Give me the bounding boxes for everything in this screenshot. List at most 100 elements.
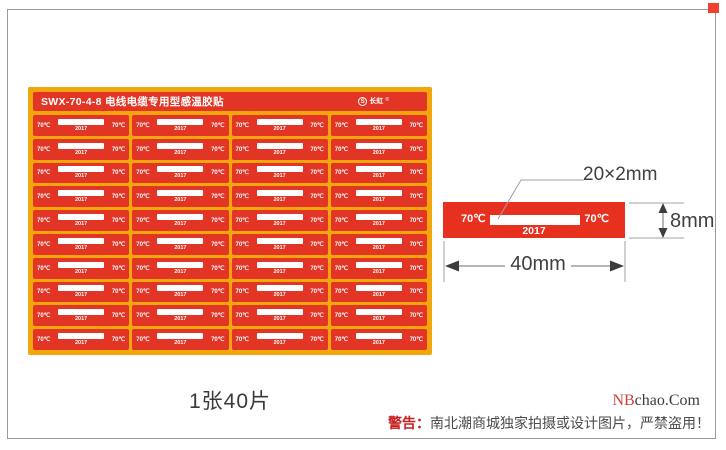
label-left-temp: 70℃ xyxy=(334,337,349,344)
label-right-temp: 70℃ xyxy=(409,241,423,248)
label-center: 2017 xyxy=(157,190,204,203)
label-center: 2017 xyxy=(355,261,402,275)
label-right-temp: 70℃ xyxy=(111,313,126,320)
temp-indicator-bar xyxy=(355,309,402,316)
temp-indicator-bar xyxy=(490,215,580,225)
temp-indicator-bar xyxy=(355,166,402,173)
label-center: 2017 xyxy=(58,118,105,132)
label-center: 2017 xyxy=(256,166,303,179)
brand-logo-icon: S xyxy=(358,96,368,106)
temp-indicator-bar xyxy=(355,142,402,149)
label-left-temp: 70℃ xyxy=(37,265,51,272)
label-center: 2017 xyxy=(58,190,105,203)
label-center: 2017 xyxy=(256,237,303,251)
sheet-label: 70℃ 2017 70℃ xyxy=(231,138,328,160)
temp-indicator-bar xyxy=(256,309,303,316)
temp-indicator-bar xyxy=(355,237,402,244)
temp-indicator-bar xyxy=(157,333,204,340)
label-year: 2017 xyxy=(75,316,88,323)
temp-indicator-bar xyxy=(355,118,402,125)
brand-name: 长虹 xyxy=(369,97,384,105)
label-left-temp: 70℃ xyxy=(136,289,150,296)
label-year: 2017 xyxy=(75,268,88,275)
temp-indicator-bar xyxy=(58,118,105,125)
label-left-temp: 70℃ xyxy=(334,241,349,248)
label-center: 2017 xyxy=(58,237,105,251)
label-year: 2017 xyxy=(273,340,286,347)
label-year: 2017 xyxy=(273,316,286,323)
label-center: 2017 xyxy=(157,309,204,322)
temp-indicator-bar xyxy=(256,142,303,149)
label-left-temp: 70℃ xyxy=(235,146,249,153)
label-right-temp: 70℃ xyxy=(409,265,423,272)
temp-indicator-bar xyxy=(58,214,105,221)
label-year: 2017 xyxy=(273,149,286,156)
label-left-temp: 70℃ xyxy=(136,146,150,153)
label-left-temp: 70℃ xyxy=(37,289,51,296)
label-year: 2017 xyxy=(174,292,187,299)
label-left-temp: 70℃ xyxy=(334,265,349,272)
label-right-temp: 70℃ xyxy=(111,218,126,225)
label-right-temp: 70℃ xyxy=(211,122,225,129)
label-left-temp: 70℃ xyxy=(37,170,51,177)
label-center: 2017 xyxy=(355,118,402,132)
temp-indicator-bar xyxy=(355,261,402,268)
label-year: 2017 xyxy=(75,340,88,347)
label-left-temp: 70℃ xyxy=(334,194,349,201)
label-year: 2017 xyxy=(174,268,187,275)
label-center: 2017 xyxy=(157,237,204,251)
label-left-temp: 70℃ xyxy=(235,122,249,129)
label-year: 2017 xyxy=(372,340,385,347)
enlarged-label-left-temp: 70℃ xyxy=(461,213,486,225)
temp-indicator-bar xyxy=(157,118,204,125)
registered-trademark-icon: ® xyxy=(385,96,389,103)
temp-indicator-bar xyxy=(157,214,204,221)
label-center: 2017 xyxy=(256,309,303,323)
label-year: 2017 xyxy=(372,316,385,323)
label-left-temp: 70℃ xyxy=(136,122,150,129)
label-center: 2017 xyxy=(58,166,105,179)
label-year: 2017 xyxy=(372,197,385,204)
site-watermark: NBchao.Com xyxy=(612,392,700,410)
label-left-temp: 70℃ xyxy=(334,146,349,153)
label-year: 2017 xyxy=(75,292,88,299)
label-left-temp: 70℃ xyxy=(37,218,51,225)
label-year: 2017 xyxy=(174,221,187,228)
label-left-temp: 70℃ xyxy=(136,313,150,320)
label-year: 2017 xyxy=(372,244,385,251)
label-center: 2017 xyxy=(355,142,402,156)
label-year: 2017 xyxy=(75,244,88,251)
label-right-temp: 70℃ xyxy=(310,218,324,225)
label-center: 2017 xyxy=(256,261,303,275)
label-left-temp: 70℃ xyxy=(334,313,349,320)
label-left-temp: 70℃ xyxy=(37,122,51,129)
label-center: 2017 xyxy=(256,118,303,132)
label-right-temp: 70℃ xyxy=(211,194,225,201)
label-year: 2017 xyxy=(273,197,286,204)
width-dimension-label: 40mm xyxy=(510,253,566,275)
label-center: 2017 xyxy=(58,309,105,323)
label-year: 2017 xyxy=(75,125,88,132)
label-center: 2017 xyxy=(355,333,402,347)
temp-indicator-bar xyxy=(355,190,402,197)
label-year: 2017 xyxy=(75,149,88,156)
label-right-temp: 70℃ xyxy=(310,146,324,153)
label-left-temp: 70℃ xyxy=(334,170,349,177)
label-year: 2017 xyxy=(372,149,385,156)
label-right-temp: 70℃ xyxy=(111,194,126,201)
label-left-temp: 70℃ xyxy=(37,337,51,344)
temp-indicator-bar xyxy=(256,237,303,244)
